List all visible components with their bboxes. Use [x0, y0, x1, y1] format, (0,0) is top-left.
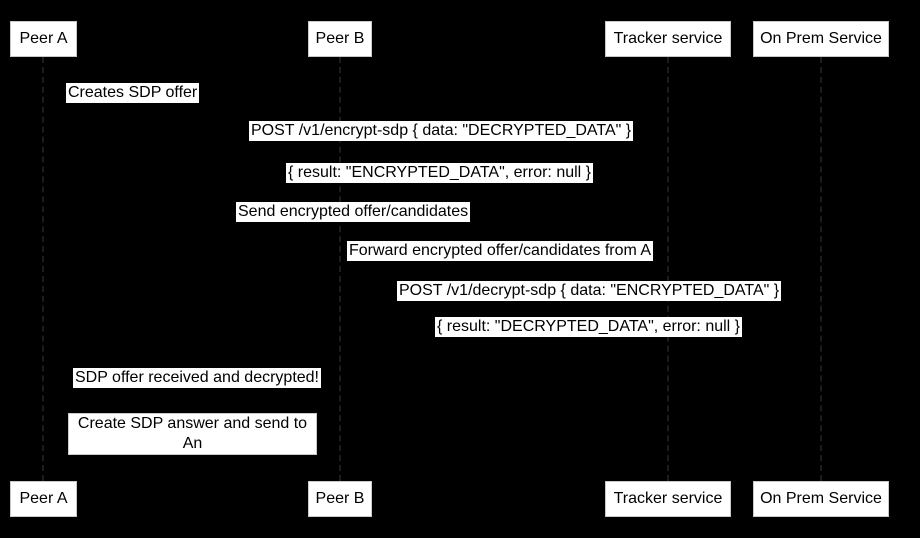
actor-box-peer-a-bottom: Peer A [10, 481, 77, 517]
actor-label: Peer B [315, 490, 365, 507]
actor-box-peer-b-top: Peer B [308, 21, 372, 57]
actor-label: Peer B [315, 30, 365, 47]
message-label-post-decrypt-sdp: POST /v1/decrypt-sdp { data: "ENCRYPTED_… [397, 281, 782, 301]
message-label-post-encrypt-sdp: POST /v1/encrypt-sdp { data: "DECRYPTED_… [249, 121, 634, 141]
actor-box-peer-b-bottom: Peer B [308, 481, 372, 517]
actor-box-peer-a-top: Peer A [10, 21, 77, 57]
message-label-decrypt-result: { result: "DECRYPTED_DATA", error: null … [435, 317, 743, 337]
actor-box-tracker-service-bottom: Tracker service [605, 481, 731, 517]
actor-box-tracker-service-top: Tracker service [605, 21, 731, 57]
lifeline-tracker-service [667, 57, 669, 481]
actor-box-on-prem-service-top: On Prem Service [753, 21, 889, 57]
message-label-forward-encrypted-offer: Forward encrypted offer/candidates from … [347, 241, 654, 261]
actor-label: Tracker service [613, 490, 723, 507]
actor-label: Peer A [19, 30, 68, 47]
note-line-1: Create SDP answer and send to An [77, 415, 308, 452]
lifeline-on-prem-service [820, 57, 822, 481]
actor-box-on-prem-service-bottom: On Prem Service [753, 481, 889, 517]
lifeline-peer-a [42, 57, 44, 481]
note-line-2: using the same mechanism [95, 455, 290, 472]
message-label-sdp-offer-received: SDP offer received and decrypted! [73, 368, 321, 388]
note-box-create-sdp-answer: Create SDP answer and send to An using t… [68, 413, 317, 472]
actor-label: Tracker service [613, 30, 723, 47]
message-label-send-encrypted-offer: Send encrypted offer/candidates [236, 202, 471, 222]
actor-label: On Prem Service [760, 30, 882, 47]
lifeline-peer-b [339, 57, 341, 481]
actor-label: On Prem Service [760, 490, 882, 507]
actor-label: Peer A [19, 490, 68, 507]
message-label-creates-sdp-offer: Creates SDP offer [66, 83, 200, 103]
message-label-encrypt-result: { result: "ENCRYPTED_DATA", error: null … [286, 163, 594, 183]
